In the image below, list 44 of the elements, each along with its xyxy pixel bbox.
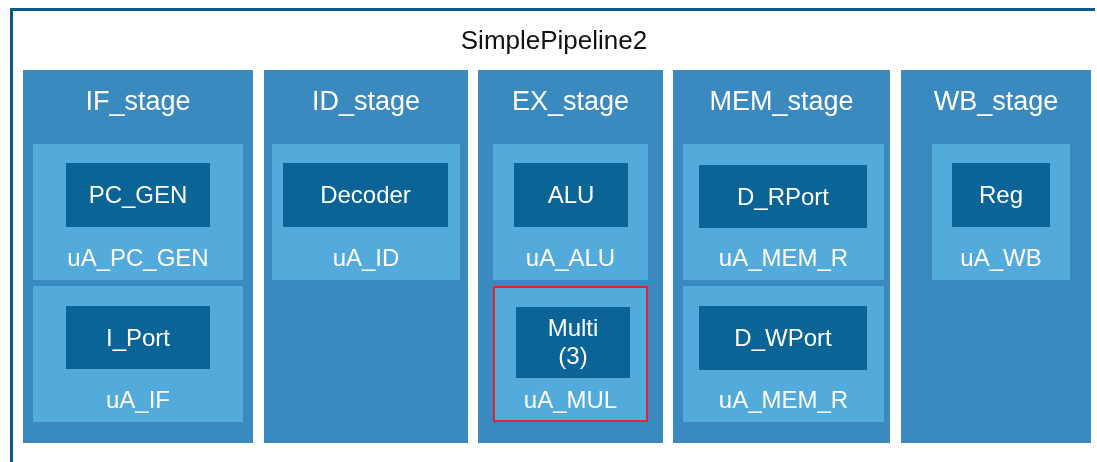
module-label: uA_MUL (522, 386, 619, 414)
stage-panel (23, 70, 253, 443)
stage-panel (264, 70, 468, 443)
module-label: uA_ID (331, 244, 401, 272)
unit-label: I_Port (105, 323, 171, 352)
unit-label: D_RPort (736, 182, 830, 211)
module-box (683, 286, 884, 422)
module-label: uA_PC_GEN (66, 244, 210, 272)
unit-box (952, 163, 1050, 227)
unit-box (699, 165, 867, 228)
module-box (683, 144, 884, 280)
module-box (272, 144, 460, 280)
stage-title: MEM_stage (708, 86, 855, 117)
module-label: uA_MEM_R (717, 244, 850, 272)
unit-box (514, 163, 628, 227)
stage-title: WB_stage (932, 86, 1060, 117)
stage-title: EX_stage (510, 86, 631, 117)
module-label: uA_MEM_R (717, 386, 850, 414)
module-label: uA_ALU (524, 244, 617, 272)
unit-label: ALU (546, 180, 596, 210)
frame-label: SimplePipeline2 (459, 25, 649, 56)
unit-box (66, 306, 210, 369)
unit-label: D_WPort (733, 323, 833, 353)
module-box (33, 144, 243, 280)
unit-label: Decoder (319, 180, 412, 210)
diagram-frame (10, 8, 1095, 462)
unit-label: Multi (3) (546, 313, 600, 372)
module-label: uA_WB (959, 244, 1043, 272)
unit-label: Reg (978, 180, 1024, 210)
unit-label: PC_GEN (87, 180, 189, 210)
highlighted-module-box (493, 286, 648, 422)
module-box (493, 144, 648, 280)
unit-box (66, 163, 210, 227)
stage-panel (478, 70, 663, 443)
unit-box (699, 306, 867, 370)
stage-panel (901, 70, 1091, 443)
unit-box (516, 307, 630, 378)
module-label: uA_IF (105, 386, 171, 414)
module-box (33, 286, 243, 422)
module-box (932, 144, 1070, 280)
stage-title: ID_stage (310, 86, 422, 117)
stage-title: IF_stage (84, 86, 192, 117)
unit-box (283, 163, 448, 227)
stage-panel (673, 70, 890, 443)
